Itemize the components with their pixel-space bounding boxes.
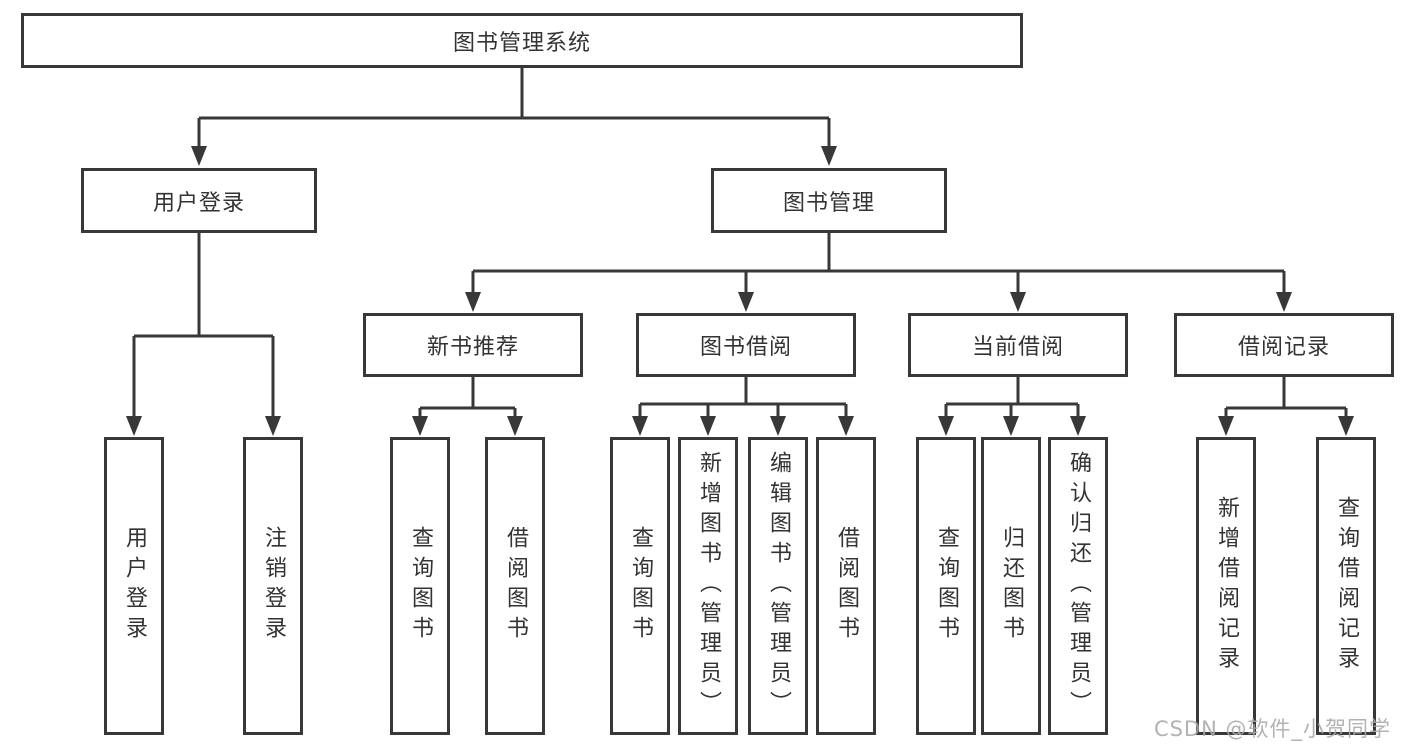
leaf-add-borrow-record-label: 新增借阅记录 xyxy=(1214,496,1239,676)
arrowhead-current-borrowing xyxy=(1010,292,1026,312)
root-node-library-system: 图书管理系统 xyxy=(21,13,1023,68)
leaf-borrow-books-2: 借阅图书 xyxy=(816,437,876,735)
leaf-logout-label: 注销登录 xyxy=(261,526,286,646)
arrowhead-leaf-add-record xyxy=(1218,416,1234,436)
leaf-query-borrow-record: 查询借阅记录 xyxy=(1316,437,1376,735)
arrowhead-leaf-logout xyxy=(265,416,281,436)
connector-current-borrowing xyxy=(944,377,1080,420)
arrowhead-leaf-query-record xyxy=(1338,416,1354,436)
node-borrow-records: 借阅记录 xyxy=(1174,313,1394,377)
leaf-confirm-return-admin-label: 确认归还（管理员） xyxy=(1066,451,1091,721)
connector-new-book-recommend xyxy=(418,377,517,420)
arrowhead-leaf-edit-books xyxy=(770,416,786,436)
leaf-borrow-books-2-label: 借阅图书 xyxy=(834,526,859,646)
watermark: CSDN @软件_小贺同学 xyxy=(1153,717,1391,741)
leaf-add-books-admin: 新增图书（管理员） xyxy=(678,437,738,735)
node-current-borrowing: 当前借阅 xyxy=(908,313,1128,377)
leaf-return-books: 归还图书 xyxy=(981,437,1041,735)
leaf-query-books-3: 查询图书 xyxy=(916,437,976,735)
arrowhead-book-borrowing xyxy=(738,292,754,312)
leaf-logout: 注销登录 xyxy=(243,437,303,735)
arrowhead-new-book-recommend xyxy=(465,292,481,312)
leaf-query-books-3-label: 查询图书 xyxy=(934,526,959,646)
connector-book-borrowing xyxy=(638,377,848,420)
arrowhead-user-login xyxy=(191,146,207,166)
arrowhead-leaf-borrow-books-1 xyxy=(507,416,523,436)
leaf-user-login-label: 用户登录 xyxy=(122,526,147,646)
arrowhead-borrow-records xyxy=(1276,292,1292,312)
leaf-query-books-1: 查询图书 xyxy=(390,437,450,735)
connector-book-management xyxy=(471,233,1286,296)
leaf-borrow-books-1: 借阅图书 xyxy=(485,437,545,735)
leaf-borrow-books-1-label: 借阅图书 xyxy=(503,526,528,646)
leaf-query-books-2-label: 查询图书 xyxy=(628,526,653,646)
node-book-management: 图书管理 xyxy=(711,168,947,233)
arrowhead-leaf-add-books xyxy=(700,416,716,436)
leaf-add-books-admin-label: 新增图书（管理员） xyxy=(696,451,721,721)
connector-user-login xyxy=(132,233,275,420)
leaf-query-books-2: 查询图书 xyxy=(610,437,670,735)
arrowhead-leaf-confirm-return xyxy=(1070,416,1086,436)
leaf-confirm-return-admin: 确认归还（管理员） xyxy=(1048,437,1108,735)
connector-borrow-records xyxy=(1224,377,1348,420)
arrowhead-leaf-query-books-3 xyxy=(938,416,954,436)
leaf-add-borrow-record: 新增借阅记录 xyxy=(1196,437,1256,735)
connector-root-stem xyxy=(197,68,831,150)
node-user-login: 用户登录 xyxy=(81,168,317,233)
arrowhead-book-management xyxy=(821,146,837,166)
arrowhead-leaf-query-books-2 xyxy=(632,416,648,436)
arrowhead-leaf-query-books-1 xyxy=(412,416,428,436)
leaf-return-books-label: 归还图书 xyxy=(999,526,1024,646)
leaf-query-books-1-label: 查询图书 xyxy=(408,526,433,646)
leaf-query-borrow-record-label: 查询借阅记录 xyxy=(1334,496,1359,676)
node-book-borrowing: 图书借阅 xyxy=(636,313,856,377)
leaf-edit-books-admin: 编辑图书（管理员） xyxy=(748,437,808,735)
arrowhead-leaf-user-login xyxy=(126,416,142,436)
leaf-user-login: 用户登录 xyxy=(104,437,164,735)
arrowhead-leaf-borrow-books-2 xyxy=(838,416,854,436)
node-new-book-recommend: 新书推荐 xyxy=(363,313,583,377)
arrowhead-leaf-return-books xyxy=(1003,416,1019,436)
leaf-edit-books-admin-label: 编辑图书（管理员） xyxy=(766,451,791,721)
